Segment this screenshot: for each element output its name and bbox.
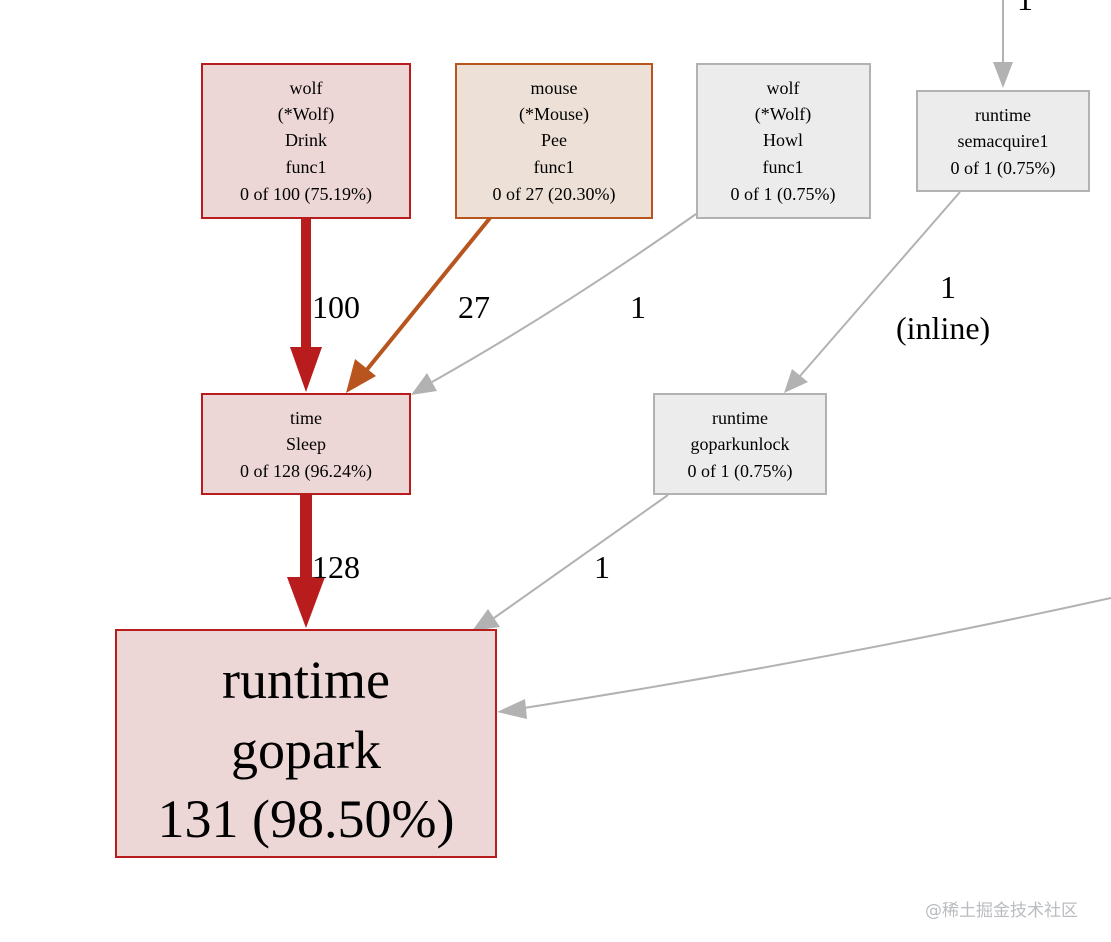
edge-label: 1 xyxy=(1017,0,1033,17)
edge-arrowhead xyxy=(497,699,527,719)
watermark-text: @稀土掘金技术社区 xyxy=(925,901,1078,921)
edge-sleep-to-gopark: 128 xyxy=(287,495,360,628)
edge-label: 1 xyxy=(630,289,646,325)
node-label: Howl xyxy=(763,130,803,150)
edge-line xyxy=(363,216,492,374)
node-label: semacquire1 xyxy=(958,131,1049,151)
edge-label: 1 xyxy=(940,269,956,305)
node-label: runtime xyxy=(222,650,390,710)
node-box xyxy=(653,393,827,495)
node-label: runtime xyxy=(712,408,768,428)
node-runtime-semacquire1[interactable]: runtime semacquire1 0 of 1 (0.75%) xyxy=(916,90,1090,192)
node-label: wolf xyxy=(767,78,800,98)
node-label: gopark xyxy=(231,720,381,780)
edge-arrowhead xyxy=(290,347,322,392)
node-label: func1 xyxy=(534,157,575,177)
edge-label: 100 xyxy=(312,289,360,325)
edge-arrowhead xyxy=(993,62,1013,88)
node-box xyxy=(201,393,411,495)
node-box xyxy=(916,90,1090,192)
edge-arrowhead xyxy=(346,359,376,393)
node-label: time xyxy=(290,408,322,428)
node-value: 0 of 100 (75.19%) xyxy=(240,184,372,205)
edge-arrowhead xyxy=(287,577,325,628)
node-runtime-goparkunlock[interactable]: runtime goparkunlock 0 of 1 (0.75%) xyxy=(653,393,827,495)
node-label: Pee xyxy=(541,130,567,150)
edge-pee-to-sleep: 27 xyxy=(346,216,492,393)
node-box xyxy=(696,63,871,219)
node-time-sleep[interactable]: time Sleep 0 of 128 (96.24%) xyxy=(201,393,411,495)
node-wolf-drink-func1[interactable]: wolf (*Wolf) Drink func1 0 of 100 (75.19… xyxy=(201,63,411,219)
node-label: func1 xyxy=(763,157,804,177)
node-label: (*Wolf) xyxy=(755,104,812,125)
edge-label: 1 xyxy=(594,549,610,585)
node-wolf-howl-func1[interactable]: wolf (*Wolf) Howl func1 0 of 1 (0.75%) xyxy=(696,63,871,219)
edge-arrowhead xyxy=(411,373,437,395)
edge-howl-to-sleep: 1 xyxy=(411,213,697,395)
node-label: wolf xyxy=(290,78,323,98)
node-label: goparkunlock xyxy=(691,434,790,454)
edge-drink-to-sleep: 100 xyxy=(290,218,360,392)
edge-line xyxy=(523,597,1111,709)
node-value: 131 (98.50%) xyxy=(158,789,455,849)
edge-line xyxy=(431,213,697,383)
edge-label: 128 xyxy=(312,549,360,585)
node-label: mouse xyxy=(531,78,578,98)
node-value: 0 of 1 (0.75%) xyxy=(951,158,1056,179)
edge-line xyxy=(493,494,669,619)
node-label: (*Mouse) xyxy=(519,104,589,125)
node-mouse-pee-func1[interactable]: mouse (*Mouse) Pee func1 0 of 27 (20.30%… xyxy=(455,63,653,219)
node-label: Drink xyxy=(285,130,327,150)
edge-goparkunlock-to-gopark: 1 xyxy=(472,494,669,631)
node-runtime-gopark[interactable]: runtime gopark 131 (98.50%) xyxy=(115,629,497,858)
node-value: 0 of 27 (20.30%) xyxy=(493,184,616,205)
node-box xyxy=(455,63,653,219)
node-label: (*Wolf) xyxy=(278,104,335,125)
edge-offscreen-to-semacquire: 1 xyxy=(993,0,1033,88)
node-value: 0 of 1 (0.75%) xyxy=(731,184,836,205)
edge-label-inline: (inline) xyxy=(896,310,990,346)
edge-offscreen-to-gopark xyxy=(497,597,1111,719)
node-box xyxy=(201,63,411,219)
node-label: runtime xyxy=(975,105,1031,125)
edge-arrowhead xyxy=(784,369,808,393)
node-label: func1 xyxy=(286,157,327,177)
node-value: 0 of 128 (96.24%) xyxy=(240,461,372,482)
edge-semacquire-to-goparkunlock: 1 (inline) xyxy=(784,191,990,393)
edge-line xyxy=(799,191,961,377)
edge-label: 27 xyxy=(458,289,490,325)
node-value: 0 of 1 (0.75%) xyxy=(688,461,793,482)
edge-arrowhead xyxy=(472,609,500,631)
node-box xyxy=(115,629,497,858)
node-label: Sleep xyxy=(286,434,326,454)
